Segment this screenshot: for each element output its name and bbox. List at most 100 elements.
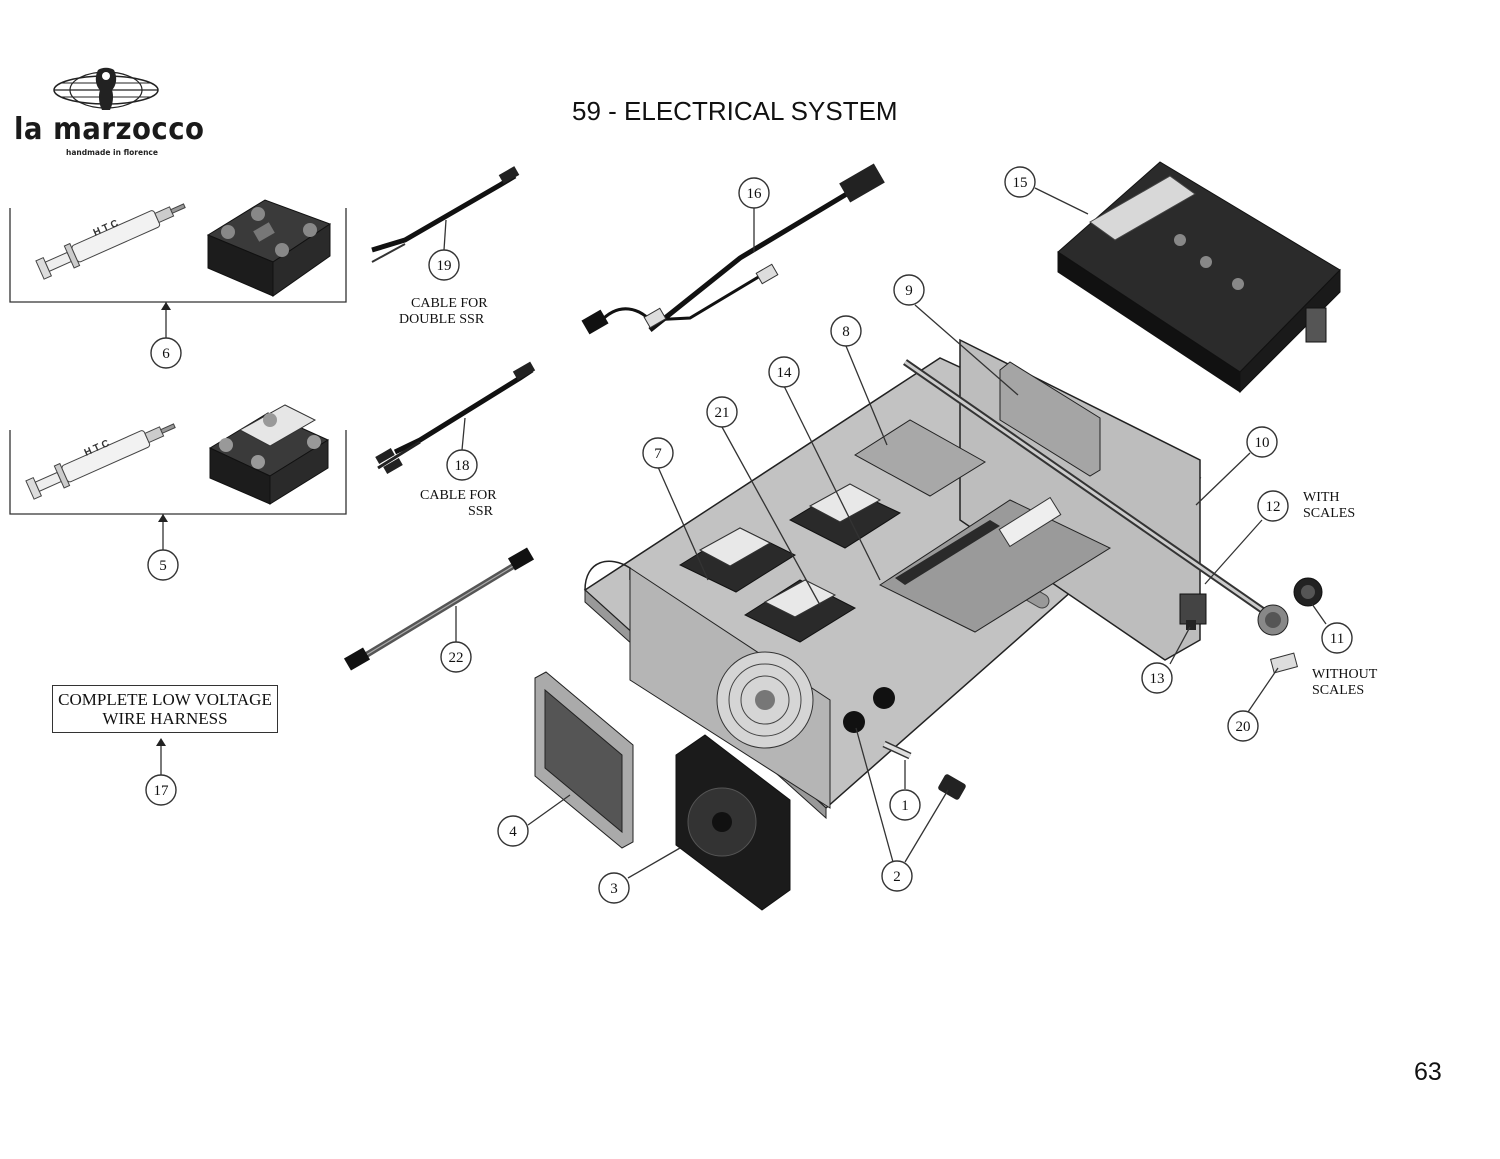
callout-circle bbox=[147, 549, 179, 581]
note-without-scales-line-2: SCALES bbox=[1312, 683, 1365, 698]
callout-circle bbox=[150, 337, 182, 369]
control-board-icon bbox=[878, 496, 1112, 633]
callout-label: 22 bbox=[449, 650, 464, 666]
thermal-paste-syringe-icon bbox=[35, 203, 186, 280]
ssr-module-icon bbox=[208, 404, 330, 505]
callout-label: 13 bbox=[1150, 671, 1165, 687]
callout-16: 16 bbox=[738, 177, 770, 209]
callout-circle bbox=[1227, 710, 1259, 742]
cable-18-icon bbox=[375, 361, 536, 474]
callout-label: 4 bbox=[509, 824, 517, 840]
callout-label: 21 bbox=[715, 405, 730, 421]
callout-circle bbox=[1257, 490, 1289, 522]
marzocco-logo-icon bbox=[53, 67, 159, 110]
grille-4-icon bbox=[534, 671, 634, 849]
callout-21: 21 bbox=[706, 396, 738, 428]
callout-1: 1 bbox=[889, 789, 921, 821]
callout-label: 5 bbox=[159, 558, 167, 574]
callout-label: 12 bbox=[1266, 499, 1281, 515]
callout-label: 15 bbox=[1013, 175, 1028, 191]
callout-label: 7 bbox=[654, 446, 662, 462]
callout-circle bbox=[1141, 662, 1173, 694]
callout-label: 8 bbox=[842, 324, 850, 340]
note-cable-double-ssr-line-2: DOUBLE SSR bbox=[399, 312, 485, 327]
brand-tagline: handmade in florence bbox=[66, 148, 158, 157]
callout-15: 15 bbox=[1004, 166, 1036, 198]
callout-label: 20 bbox=[1236, 719, 1251, 735]
cable-16-icon bbox=[581, 163, 885, 335]
callout-label: 14 bbox=[777, 365, 793, 381]
note-cable-ssr-line-2: SSR bbox=[468, 504, 493, 519]
callout-circle bbox=[830, 315, 862, 347]
callout-circle bbox=[446, 449, 478, 481]
note-cable-double-ssr: CABLE FOR DOUBLE SSR bbox=[399, 296, 488, 328]
note-cable-double-ssr-line-1: CABLE FOR bbox=[411, 296, 488, 311]
callout-label: 10 bbox=[1255, 435, 1270, 451]
callout-circle bbox=[881, 860, 913, 892]
harness-note-line-2: WIRE HARNESS bbox=[102, 709, 228, 728]
callout-14: 14 bbox=[768, 356, 800, 388]
board-9-icon bbox=[999, 361, 1101, 477]
callout-label: 11 bbox=[1330, 631, 1344, 647]
callout-8: 8 bbox=[830, 315, 862, 347]
callout-circle bbox=[428, 249, 460, 281]
callout-17: 17 bbox=[145, 774, 177, 806]
callout-22: 22 bbox=[440, 641, 472, 673]
callout-18: 18 bbox=[446, 449, 478, 481]
page-title: 59 - ELECTRICAL SYSTEM bbox=[572, 96, 898, 126]
screw-2-icon bbox=[938, 774, 966, 800]
harness-note-line-1: COMPLETE LOW VOLTAGE bbox=[58, 690, 272, 709]
connector-12-icon bbox=[1257, 604, 1289, 636]
callout-circle bbox=[706, 396, 738, 428]
callout-9: 9 bbox=[893, 274, 925, 306]
cable-19-icon bbox=[371, 166, 520, 263]
callout-circle bbox=[440, 641, 472, 673]
cable-22-icon bbox=[343, 547, 535, 671]
board-8-icon bbox=[854, 419, 986, 497]
chassis-ssr-group-icon bbox=[678, 483, 902, 643]
brand-name: la marzocco bbox=[14, 112, 205, 147]
fan-3-icon bbox=[675, 734, 791, 911]
controller-box-15-icon bbox=[1057, 161, 1341, 394]
kit-5-bracket bbox=[9, 430, 347, 550]
callout-label: 1 bbox=[901, 798, 909, 814]
note-without-scales: WITHOUT SCALES bbox=[1312, 667, 1377, 699]
callout-circle bbox=[598, 872, 630, 904]
callout-circle bbox=[1321, 622, 1353, 654]
callout-13: 13 bbox=[1141, 662, 1173, 694]
callout-circle bbox=[642, 437, 674, 469]
note-with-scales-line-1: WITH bbox=[1303, 490, 1340, 505]
callout-label: 17 bbox=[154, 783, 170, 799]
note-with-scales-line-2: SCALES bbox=[1303, 506, 1356, 521]
callout-20: 20 bbox=[1227, 710, 1259, 742]
harness-note-box: COMPLETE LOW VOLTAGE WIRE HARNESS bbox=[52, 685, 278, 733]
callout-12: 12 bbox=[1257, 490, 1289, 522]
callout-4: 4 bbox=[497, 815, 529, 847]
leader-lines bbox=[156, 187, 1327, 879]
callout-19: 19 bbox=[428, 249, 460, 281]
callout-circle bbox=[1004, 166, 1036, 198]
callout-circle bbox=[497, 815, 529, 847]
cap-11-icon bbox=[1293, 577, 1323, 607]
callout-6: 6 bbox=[150, 337, 182, 369]
callout-10: 10 bbox=[1246, 426, 1278, 458]
double-ssr-module-icon bbox=[206, 199, 332, 297]
callout-label: 19 bbox=[437, 258, 452, 274]
callout-label: 3 bbox=[610, 881, 618, 897]
thermal-paste-syringe-icon-2 bbox=[25, 423, 176, 500]
kit-6-bracket bbox=[9, 208, 347, 338]
callout-label: 16 bbox=[747, 186, 763, 202]
bracket-13-icon bbox=[1179, 593, 1207, 630]
callout-circle bbox=[1246, 426, 1278, 458]
note-cable-ssr-line-1: CABLE FOR bbox=[420, 488, 497, 503]
note-with-scales: WITH SCALES bbox=[1303, 490, 1355, 522]
callout-circle bbox=[738, 177, 770, 209]
rod-10-icon bbox=[903, 359, 1267, 615]
note-cable-ssr: CABLE FOR SSR bbox=[420, 488, 497, 520]
callout-2: 2 bbox=[881, 860, 913, 892]
callout-7: 7 bbox=[642, 437, 674, 469]
page-number: 63 bbox=[1414, 1058, 1442, 1086]
callout-label: 18 bbox=[455, 458, 470, 474]
